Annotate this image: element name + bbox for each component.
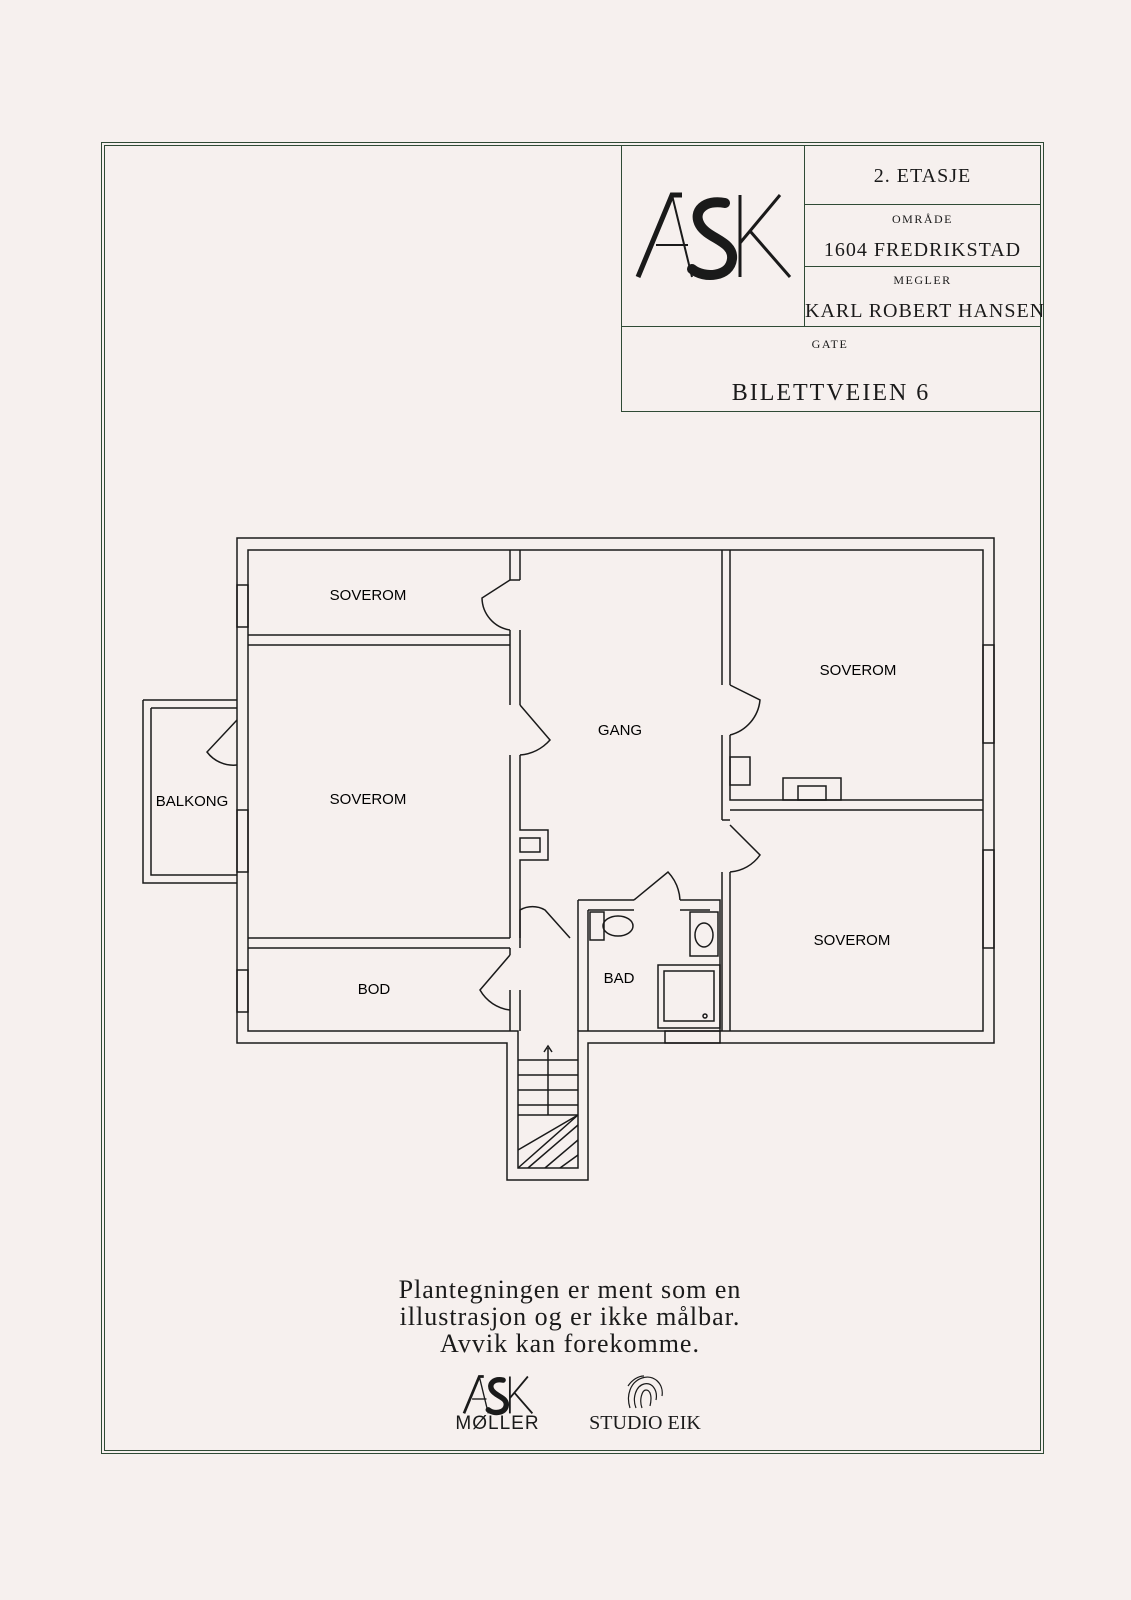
disclaimer-line-1: Plantegningen er ment som en — [398, 1275, 742, 1304]
page-frame-outer — [101, 142, 1044, 1454]
studio-eik-text: STUDIO EIK — [589, 1412, 701, 1434]
broker-label: MEGLER — [893, 273, 952, 287]
floor-value: 2. ETASJE — [873, 165, 972, 187]
ask-logo — [635, 192, 792, 280]
disclaimer: Plantegningen er ment som en illustrasjo… — [300, 1276, 840, 1357]
room-label-soverom-bottom-right: SOVEROM — [814, 932, 891, 949]
room-label-bad: BAD — [604, 970, 635, 987]
broker-value: KARL ROBERT HANSEN — [805, 300, 1046, 322]
room-label-soverom-top-right: SOVEROM — [820, 662, 897, 679]
ask-moller-logo-mark — [462, 1375, 534, 1416]
room-label-gang: GANG — [598, 722, 642, 739]
room-label-soverom-left: SOVEROM — [330, 791, 407, 808]
area-value: 1604 FREDRIKSTAD — [823, 239, 1022, 261]
broker-cell — [804, 266, 1041, 327]
area-label: OMRÅDE — [891, 212, 953, 226]
ask-moller-sub: MØLLER — [455, 1413, 540, 1434]
street-label: GATE — [811, 337, 849, 351]
room-label-bod: BOD — [358, 981, 391, 998]
street-value: BILETTVEIEN 6 — [731, 380, 931, 406]
page-frame-inner — [104, 145, 1041, 1451]
room-label-balkong: BALKONG — [156, 793, 229, 810]
studio-eik-fingerprint-icon — [627, 1375, 663, 1409]
disclaimer-line-3: Avvik kan forekomme. — [440, 1329, 700, 1358]
disclaimer-line-2: illustrasjon og er ikke målbar. — [399, 1302, 741, 1331]
room-label-soverom-top-left: SOVEROM — [330, 587, 407, 604]
